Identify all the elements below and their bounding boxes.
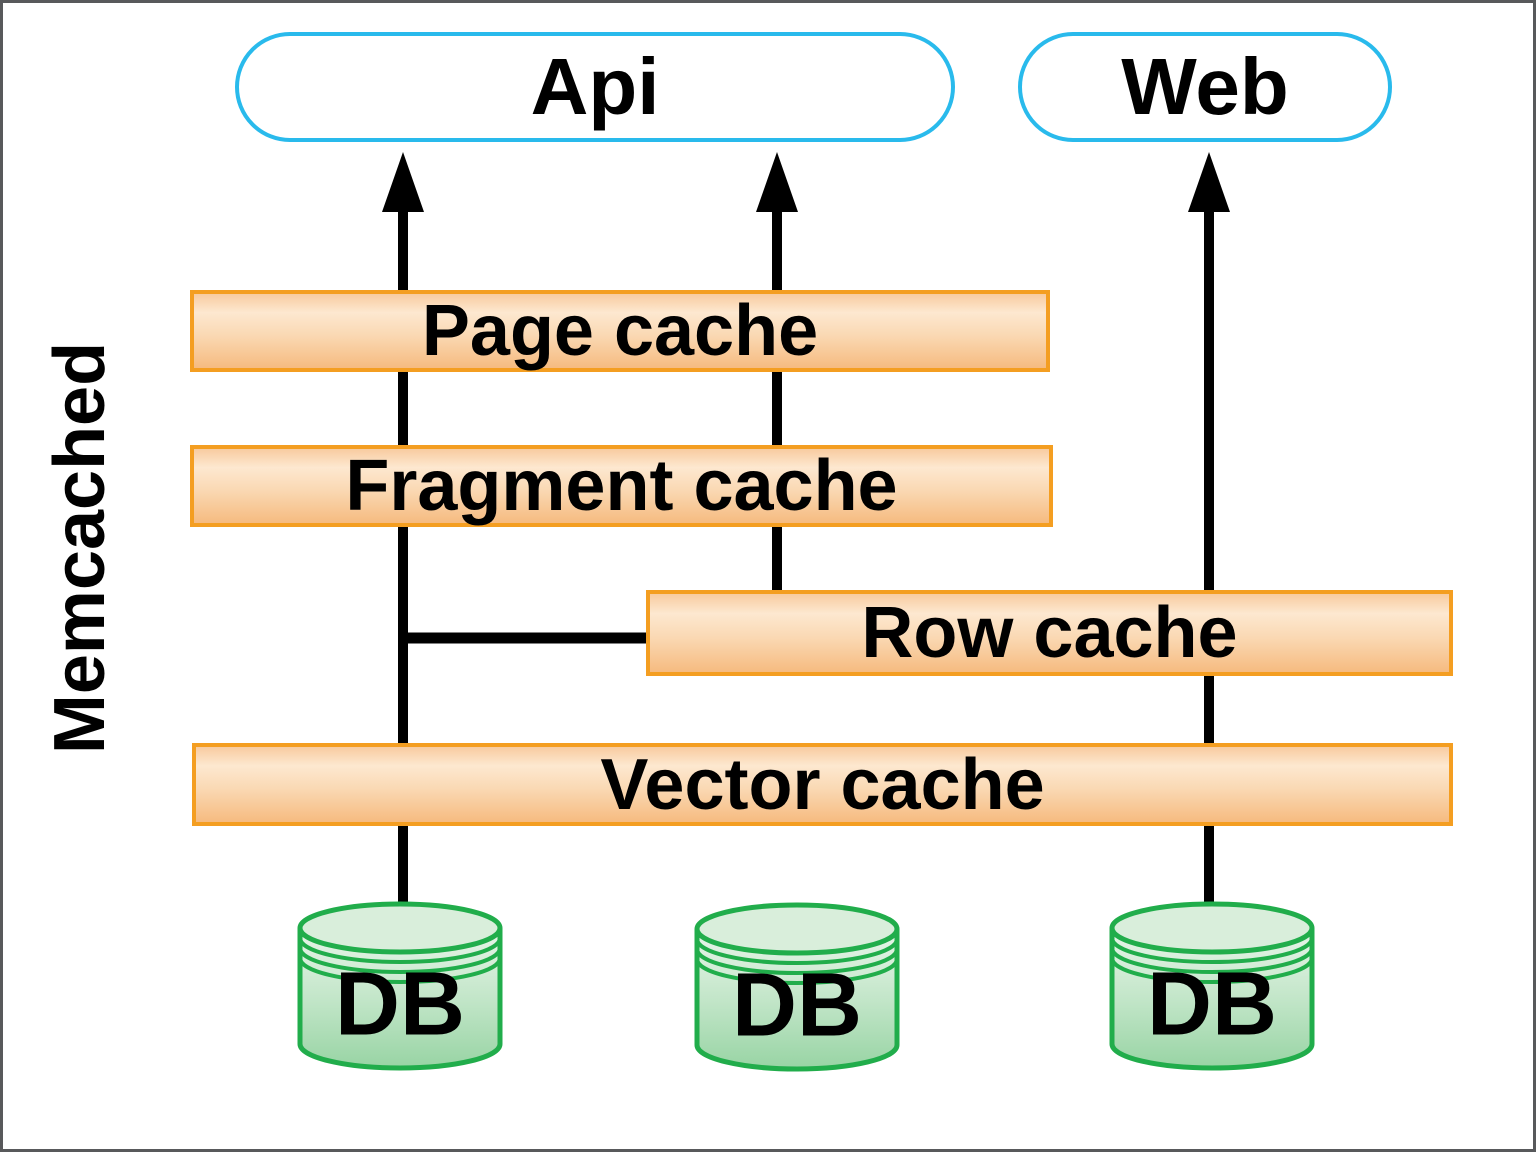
memcached-side-label: Memcached: [40, 341, 120, 755]
arrow-rowcache-to-api: [756, 152, 798, 592]
cache-bar-page-label: Page cache: [421, 291, 819, 371]
cache-bar-vector-label: Vector cache: [600, 744, 1045, 825]
node-web: Web: [1018, 32, 1392, 142]
database-node-left: DB: [296, 900, 504, 1072]
database-cylinder-icon: [1109, 901, 1315, 1071]
cache-bar-fragment-label: Fragment cache: [345, 446, 898, 526]
arrowhead-up-icon: [756, 152, 798, 212]
arrowhead-up-icon: [382, 152, 424, 212]
database-cylinder-icon: [694, 902, 900, 1072]
cache-bar-vector: Vector cache: [192, 743, 1453, 826]
database-label: DB: [335, 954, 465, 1055]
database-node-right: DB: [1108, 900, 1316, 1072]
arrowhead-up-icon: [1188, 152, 1230, 212]
cache-bar-fragment: Fragment cache: [190, 445, 1053, 527]
node-api: Api: [235, 32, 955, 142]
cache-bar-page: Page cache: [190, 290, 1050, 372]
node-web-label: Web: [1121, 42, 1289, 131]
cache-bar-row-label: Row cache: [861, 593, 1238, 673]
database-label: DB: [1147, 954, 1277, 1055]
cache-bar-row: Row cache: [646, 590, 1453, 676]
database-node-middle: DB: [693, 901, 901, 1073]
node-api-label: Api: [530, 42, 660, 131]
database-label: DB: [732, 955, 862, 1056]
database-cylinder-icon: [297, 901, 503, 1071]
